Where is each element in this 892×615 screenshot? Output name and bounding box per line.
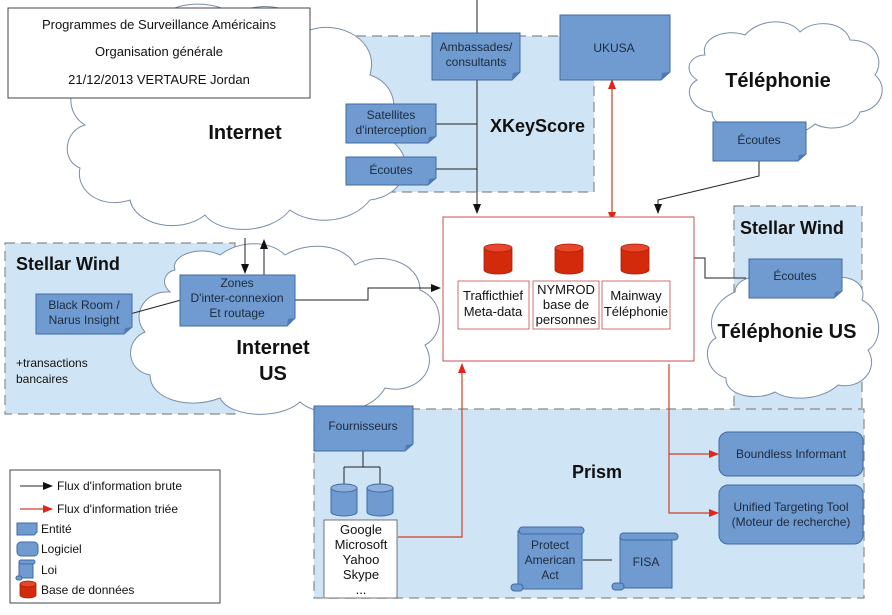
- mainway-db-icon: [620, 243, 650, 275]
- provider-db-icon-1: [330, 483, 358, 517]
- stellar-note-line-2: bancaires: [16, 372, 68, 386]
- protect-line-3: Act: [541, 568, 559, 582]
- fisa-label: FISA: [633, 555, 660, 569]
- telephonie-cloud: [688, 21, 883, 135]
- stellar-note-line-1: +transactions: [16, 356, 88, 370]
- legend-software-icon: [16, 541, 39, 557]
- xkeyscore-label: XKeyScore: [490, 116, 585, 136]
- nymrod-box: [532, 280, 600, 330]
- provider-item: Skype: [343, 567, 379, 582]
- ambassades-line-2: consultants: [446, 55, 507, 69]
- zones-line-1: Zones: [220, 276, 253, 290]
- legend-entity-icon: [16, 522, 38, 536]
- fournisseurs-label: Fournisseurs: [328, 419, 397, 433]
- legend: Flux d'information brute Flux d'informat…: [9, 469, 221, 604]
- prism-label: Prism: [572, 462, 622, 482]
- provider-item: Microsoft: [335, 537, 388, 552]
- fournisseurs-entity: [313, 405, 414, 452]
- nymrod-line-1: NYMROD: [537, 282, 595, 297]
- nymrod-line-2: base de: [543, 297, 589, 312]
- ecoutes-telephonie-us-label: Écoutes: [773, 268, 816, 283]
- title-box: [7, 7, 311, 99]
- telephonie-us-label: Téléphonie US: [718, 321, 857, 343]
- ecoutes-telephonie-entity: [712, 121, 807, 162]
- trafficthief-line-2: Meta-data: [464, 304, 523, 319]
- legend-database: Base de données: [41, 583, 134, 597]
- provider-db-icon-2: [366, 483, 394, 517]
- utt-line-2: (Moteur de recherche): [732, 515, 851, 529]
- provider-item: ...: [356, 582, 367, 597]
- trafficthief-db-icon: [483, 243, 513, 275]
- providers-list-box: [323, 519, 398, 599]
- trafficthief-line-1: Trafficthief: [463, 288, 523, 303]
- mainway-line-1: Mainway: [610, 288, 662, 303]
- ecoutes-telephonie-label: Écoutes: [737, 132, 780, 147]
- boundless-informant-software: [718, 431, 864, 477]
- telephonie-label: Téléphonie: [725, 70, 831, 92]
- trafficthief-box: [457, 280, 530, 330]
- zones-line-2: D'inter-connexion: [190, 291, 283, 305]
- fisa-law: [611, 532, 679, 591]
- internet-us-label-2: US: [259, 363, 287, 385]
- black-room-entity: [35, 293, 133, 335]
- ukusa-entity: [559, 14, 671, 81]
- satellites-line-2: d'interception: [355, 123, 426, 137]
- protect-line-2: American: [525, 553, 576, 567]
- black-room-line-1: Black Room /: [48, 298, 120, 312]
- unified-targeting-tool-software: [718, 484, 864, 545]
- black-room-line-2: Narus Insight: [49, 313, 120, 327]
- utt-line-1: Unified Targeting Tool: [734, 500, 849, 514]
- ukusa-label: UKUSA: [593, 41, 634, 55]
- boundless-informant-label: Boundless Informant: [736, 447, 847, 461]
- ambassades-entity: [431, 32, 521, 81]
- protect-american-act-law: [510, 526, 585, 592]
- satellites-line-1: Satellites: [367, 108, 416, 122]
- legend-sorted-flow: Flux d'information triée: [57, 502, 178, 516]
- legend-database-icon: [19, 580, 37, 599]
- mainway-box: [601, 280, 671, 330]
- title-line-1: Programmes de Surveillance Américains: [42, 17, 277, 32]
- legend-raw-flow: Flux d'information brute: [57, 479, 182, 493]
- title-line-2: Organisation générale: [95, 44, 223, 59]
- nymrod-db-icon: [554, 243, 584, 275]
- legend-law: Loi: [41, 563, 57, 577]
- mainway-line-2: Téléphonie: [604, 304, 668, 319]
- ecoutes-telephonie-us-entity: [748, 258, 843, 299]
- legend-law-icon: [15, 559, 36, 581]
- internet-label: Internet: [208, 122, 282, 144]
- provider-item: Yahoo: [343, 552, 380, 567]
- ambassades-line-1: Ambassades/: [440, 40, 513, 54]
- protect-line-1: Protect: [531, 538, 570, 552]
- title-line-3: 21/12/2013 VERTAURE Jordan: [68, 72, 250, 87]
- legend-software: Logiciel: [41, 542, 82, 556]
- providers-list: Google Microsoft Yahoo Skype ...: [335, 522, 388, 597]
- satellites-entity: [345, 103, 437, 144]
- ecoutes-xkeyscore-entity: [345, 156, 437, 186]
- zones-line-3: Et routage: [209, 306, 265, 320]
- stellar-wind-left-label: Stellar Wind: [16, 254, 120, 274]
- internet-us-label-1: Internet: [236, 337, 310, 359]
- sorted-flow-lines: [398, 79, 719, 538]
- ecoutes-xkeyscore-label: Écoutes: [369, 162, 412, 177]
- internet-us-cloud: [130, 243, 440, 415]
- provider-item: Google: [340, 522, 382, 537]
- zones-interconnexion-entity: [179, 274, 296, 327]
- legend-entity: Entité: [41, 522, 72, 536]
- nymrod-line-3: personnes: [536, 312, 597, 327]
- stellar-wind-right-label: Stellar Wind: [740, 218, 844, 238]
